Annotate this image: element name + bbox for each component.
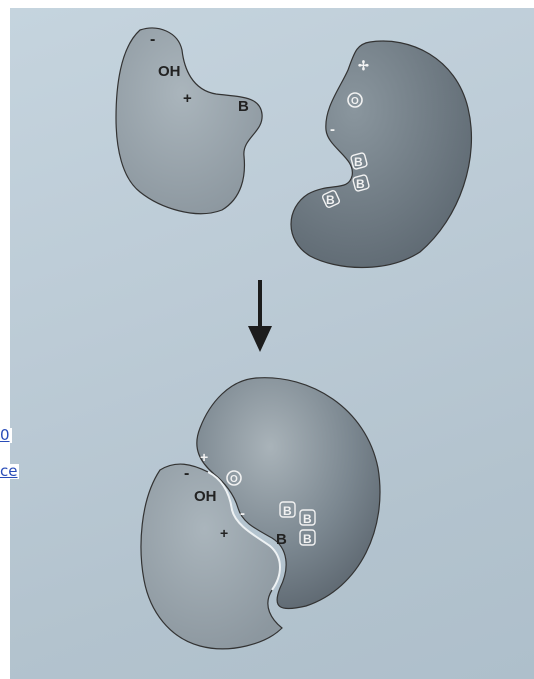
svg-text:B: B xyxy=(303,532,312,546)
svg-text:B: B xyxy=(303,512,312,526)
svg-text:B: B xyxy=(326,193,335,207)
top-left-b-label: B xyxy=(238,98,249,115)
bottom-oh-label: OH xyxy=(194,488,217,505)
bottom-minus-left: - xyxy=(184,465,189,482)
top-right-domain xyxy=(291,41,471,267)
bottom-b-bold-label: B xyxy=(276,531,287,548)
down-arrow xyxy=(248,280,272,352)
svg-text:B: B xyxy=(354,155,363,169)
top-left-oh-label: OH xyxy=(158,63,181,80)
figure-photo: - OH + B ✢ O - B B B + O - OH - + B B B xyxy=(10,8,534,679)
side-link-2[interactable]: ce xyxy=(0,464,19,479)
top-left-minus: - xyxy=(150,31,155,48)
bottom-o-label: O xyxy=(230,474,238,485)
svg-text:B: B xyxy=(283,504,292,518)
top-right-minus: - xyxy=(330,121,335,138)
bottom-minus-mid: - xyxy=(240,505,245,522)
svg-text:B: B xyxy=(356,177,365,191)
protein-binding-diagram: - OH + B ✢ O - B B B + O - OH - + B B B xyxy=(10,8,534,679)
top-right-star: ✢ xyxy=(358,58,369,73)
bottom-plus-low: + xyxy=(220,525,228,541)
top-left-plus: + xyxy=(183,90,192,107)
side-link-1[interactable]: 0 xyxy=(0,428,12,443)
top-right-o-label: O xyxy=(351,96,359,107)
top-left-domain xyxy=(116,28,262,214)
bottom-plus: + xyxy=(200,449,208,465)
